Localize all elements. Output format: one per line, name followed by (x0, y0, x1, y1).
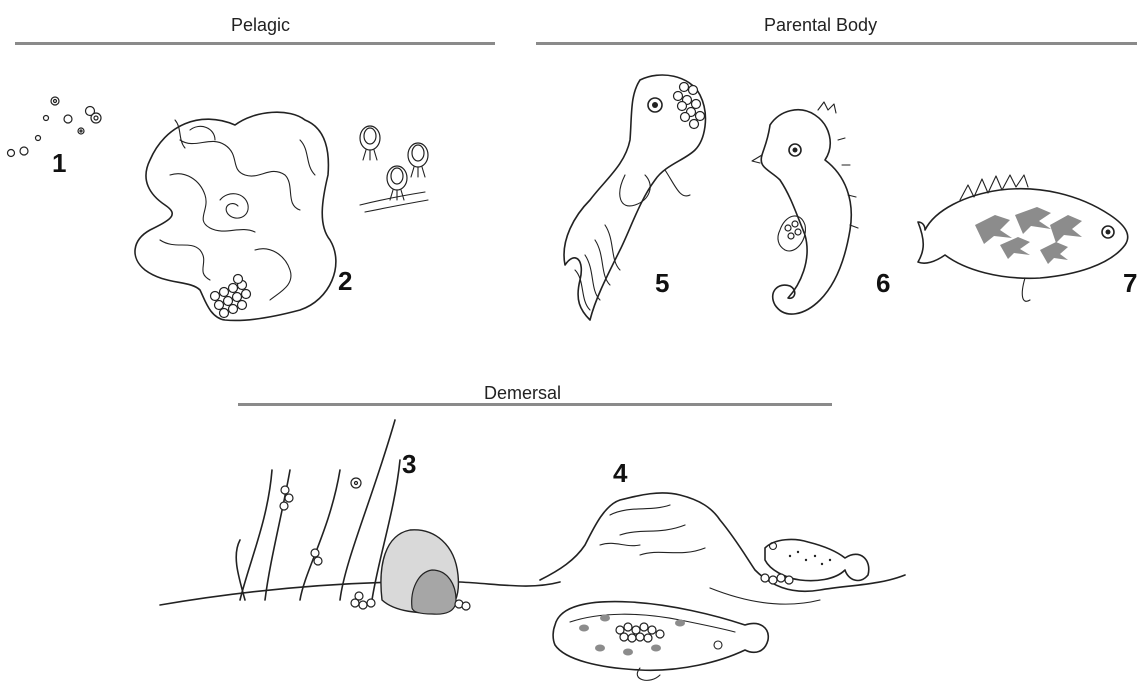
rockfish-illustration (918, 175, 1128, 301)
label-3: 3 (402, 449, 416, 479)
seaweed-and-rock-illustration (160, 420, 560, 614)
egg-guarding-fish-illustration (553, 602, 768, 681)
label-2: 2 (338, 266, 352, 296)
label-1: 1 (52, 148, 66, 178)
filament-eggs-illustration (360, 126, 428, 212)
label-6: 6 (876, 268, 890, 298)
rock-nest-and-guarding-fish-illustration (540, 493, 905, 604)
egg-mass-illustration (135, 112, 336, 320)
mouthbrooder-fish-illustration (564, 75, 705, 320)
seahorse-illustration (752, 102, 858, 314)
label-4: 4 (613, 458, 628, 488)
label-5: 5 (655, 268, 669, 298)
label-7: 7 (1123, 268, 1137, 298)
